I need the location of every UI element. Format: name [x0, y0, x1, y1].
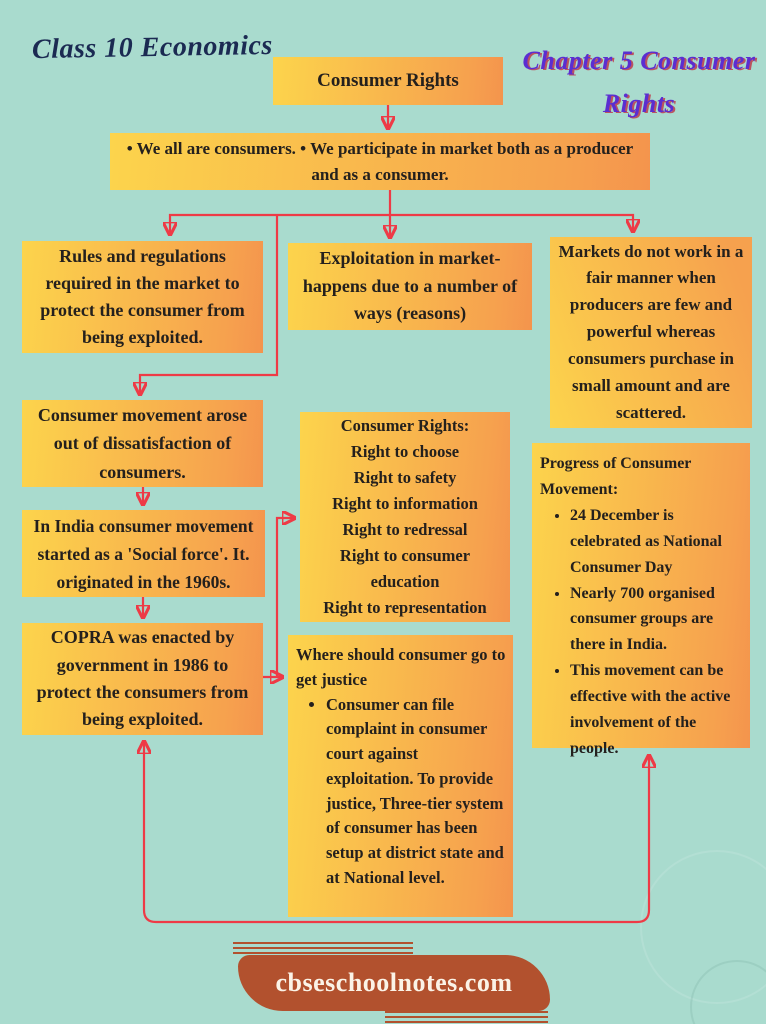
node-consumer-movement: Consumer movement arose out of dissatisf… [22, 400, 263, 487]
arrow-branch-to-markets [390, 213, 633, 231]
page-title-right: Chapter 5 Consumer Rights [515, 40, 763, 126]
footer-stripes-bottom [385, 1011, 548, 1023]
website-badge: cbseschoolnotes.com [238, 955, 550, 1011]
progress-item: Nearly 700 organised consumer groups are… [570, 581, 746, 659]
progress-title: Progress of Consumer Movement: [540, 455, 692, 498]
node-progress-of-movement: Progress of Consumer Movement: 24 Decemb… [532, 443, 750, 757]
node-exploitation: Exploitation in market- happens due to a… [288, 243, 532, 330]
justice-title: Where should consumer go to get justice [296, 645, 506, 689]
rights-item: Right to information [332, 493, 478, 513]
rights-list-title: Consumer Rights: [340, 415, 470, 435]
progress-item: 24 December is celebrated as National Co… [570, 503, 746, 581]
chapter-title-line2: Rights [602, 88, 676, 118]
node-copra-1986: COPRA was enacted by government in 1986 … [22, 623, 263, 735]
node-rules-regulations: Rules and regulations required in the ma… [22, 241, 263, 353]
rights-list: Right to choose Right to safety Right to… [306, 439, 504, 621]
justice-list: Consumer can file complaint in consumer … [296, 693, 507, 891]
arrow-branch-to-rules [170, 213, 390, 234]
rights-item: Right to redressal [342, 520, 468, 539]
node-intro: • We all are consumers. • We participate… [110, 133, 650, 190]
rights-item: Right to consumer education [339, 546, 471, 592]
rights-item: Right to representation [323, 598, 487, 618]
footer-stripes-top [233, 942, 413, 954]
rights-item: Right to safety [353, 467, 457, 487]
node-india-social-force: In India consumer movement started as a … [22, 510, 265, 597]
node-consumer-rights-list: Consumer Rights: Right to choose Right t… [300, 412, 510, 622]
rights-item: Right to choose [350, 441, 460, 461]
website-link-text[interactable]: cbseschoolnotes.com [275, 968, 513, 997]
progress-list: 24 December is celebrated as National Co… [540, 503, 746, 762]
progress-item: This movement can be effective with the … [570, 658, 746, 762]
node-consumer-rights-title: Consumer Rights [273, 57, 503, 105]
node-where-to-get-justice: Where should consumer go to get justice … [288, 635, 513, 917]
justice-item: Consumer can file complaint in consumer … [326, 693, 507, 891]
chapter-title-line1: Chapter 5 Consumer [522, 46, 756, 75]
node-markets-unfair: Markets do not work in a fair manner whe… [550, 237, 752, 428]
page-title-left: Class 10 Economics [31, 29, 274, 66]
